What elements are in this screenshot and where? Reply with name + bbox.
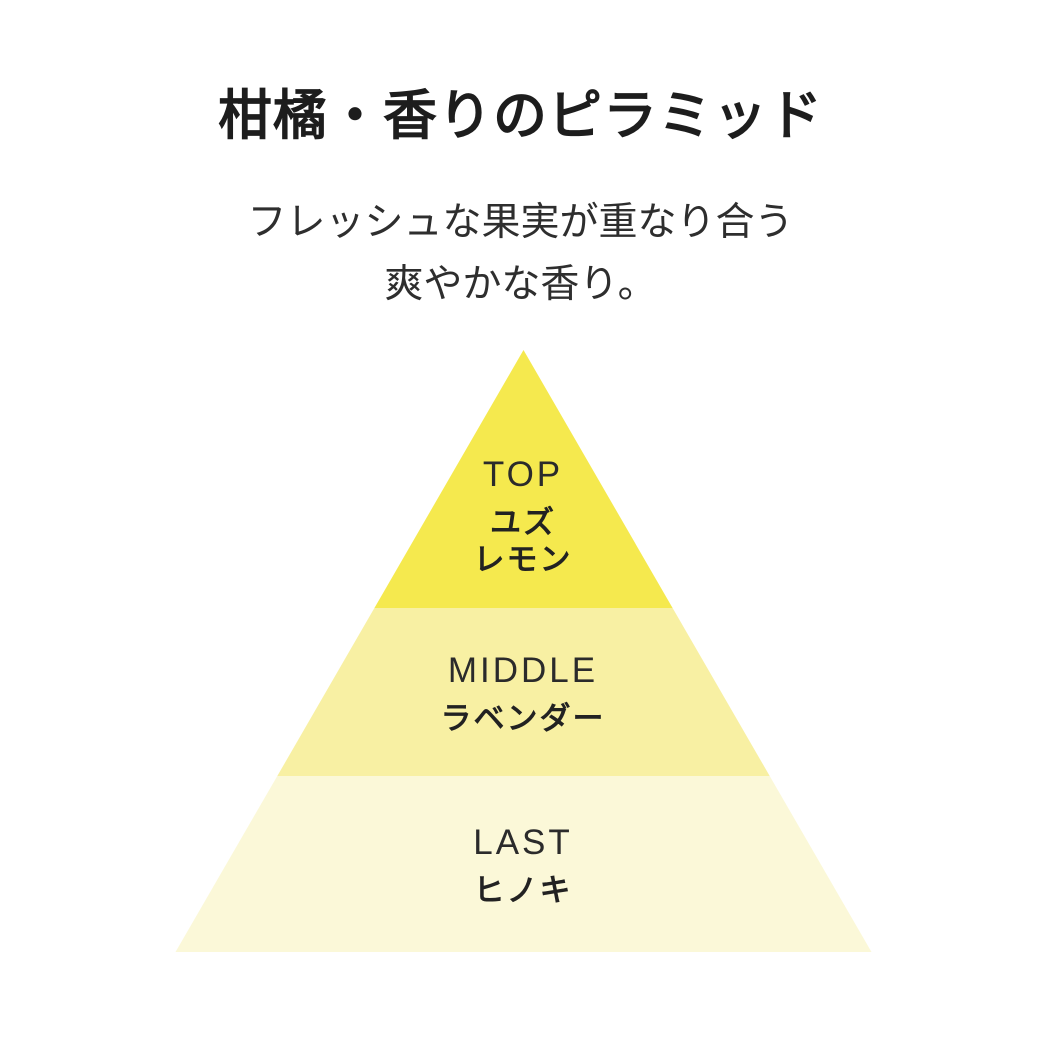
tier-top-name: TOP xyxy=(482,455,564,494)
pyramid-tier-middle-shape xyxy=(277,608,770,776)
tier-top-note-1: ユズ xyxy=(490,505,556,540)
tier-middle-label-block: MIDDLE ラベンダー xyxy=(441,648,606,737)
page-title: 柑橘・香りのピラミッド xyxy=(218,86,823,146)
tier-last-label-block: LAST ヒノキ xyxy=(473,820,573,909)
tier-middle-note-1: ラベンダー xyxy=(440,701,606,736)
page-subtitle-line-2: 爽やかな香り。 xyxy=(384,263,657,306)
tier-last-name: LAST xyxy=(473,823,573,862)
tier-middle-name: MIDDLE xyxy=(447,651,599,690)
tier-top-note-2: レモン xyxy=(473,542,573,577)
page-subtitle-line-1: フレッシュな果実が重なり合う xyxy=(247,201,794,244)
pyramid-tier-top-shape xyxy=(374,350,673,608)
tier-top-label-block: TOP ユズ レモン xyxy=(474,452,573,578)
pyramid-tier-last-shape xyxy=(175,776,872,952)
page-subtitle: フレッシュな果実が重なり合う 爽やかな香り。 xyxy=(0,192,1041,316)
tier-last-note-1: ヒノキ xyxy=(473,873,573,908)
